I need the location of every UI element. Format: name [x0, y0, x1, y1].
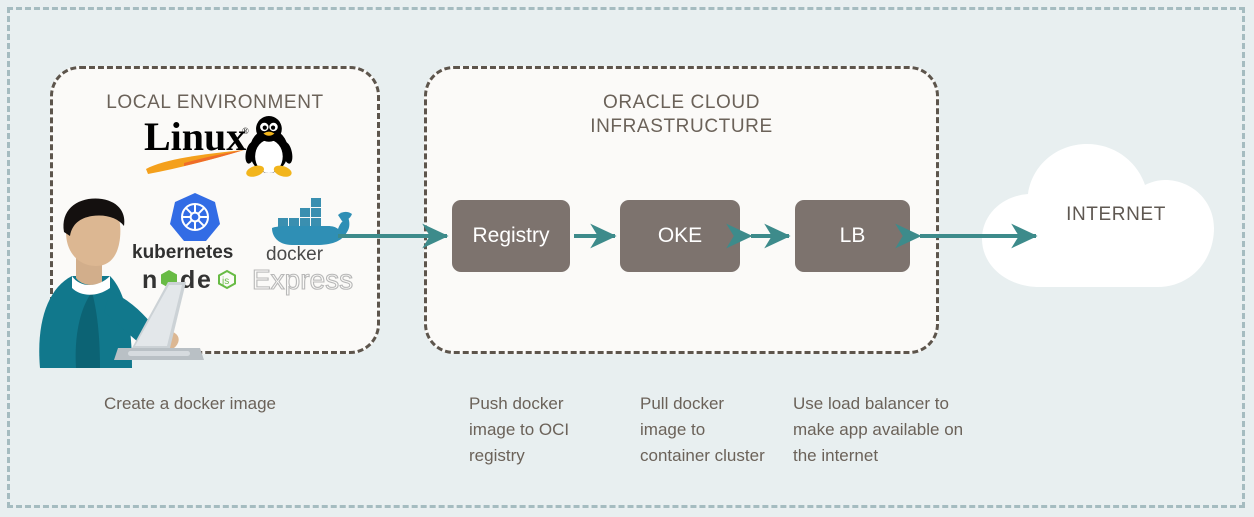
node-lb[interactable]: LB	[795, 200, 910, 272]
linux-logo: Linux ®	[144, 114, 293, 177]
svg-text:®: ®	[242, 126, 249, 136]
caption-pull-docker-image: Pull docker image to container cluster	[640, 394, 765, 465]
svg-text:e: e	[197, 266, 211, 294]
kubernetes-logo: kubernetes	[132, 193, 233, 262]
docker-logo: docker	[266, 198, 352, 262]
caption-push-docker-image: Push docker image to OCI registry	[469, 394, 570, 465]
svg-text:n: n	[142, 266, 157, 294]
node-oke-label: OKE	[657, 224, 703, 247]
svg-text:js: js	[221, 276, 229, 287]
svg-text:docker: docker	[266, 244, 324, 262]
node-registry-label: Registry	[472, 224, 550, 247]
svg-text:Linux: Linux	[144, 114, 246, 159]
svg-text:kubernetes: kubernetes	[132, 242, 233, 262]
node-oke[interactable]: OKE	[620, 200, 740, 272]
internet-cloud-shape	[982, 144, 1214, 287]
outer-frame	[7, 7, 1245, 508]
caption-create-docker-image: Create a docker image	[104, 394, 276, 413]
node-registry[interactable]: Registry	[452, 200, 570, 272]
node-lb-label: LB	[839, 224, 866, 247]
nodejs-logo: n d e js	[142, 266, 236, 294]
panel-local-environment-title: LOCAL ENVIRONMENT	[106, 92, 324, 113]
svg-text:Express: Express	[252, 264, 353, 295]
express-logo: Express	[252, 263, 354, 295]
panel-oracle-cloud-infrastructure-title: ORACLE CLOUD INFRASTRUCTURE	[590, 92, 773, 137]
person-at-laptop-illustration	[39, 198, 204, 368]
caption-use-load-balancer: Use load balancer to make app available …	[793, 394, 964, 465]
